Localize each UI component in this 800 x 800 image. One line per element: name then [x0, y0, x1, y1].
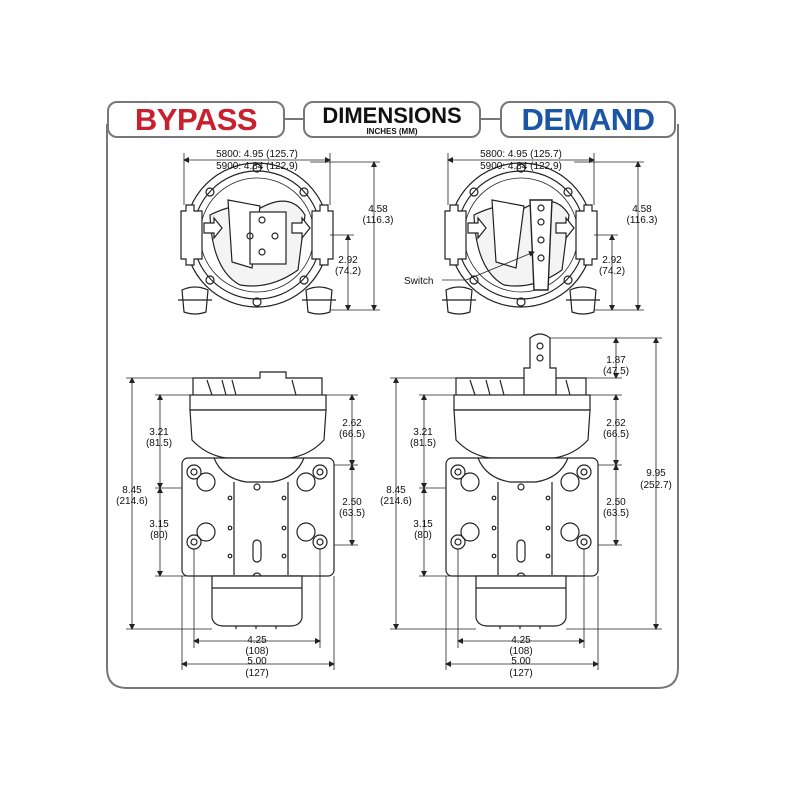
bypass-lower-in: 3.15 — [149, 519, 169, 530]
demand-front-view — [445, 333, 599, 629]
bypass-title: BYPASS — [134, 102, 258, 137]
bypass-height-total-mm: (116.3) — [363, 215, 394, 226]
demand-width-5800: 5800: 4.95 (125.7) — [480, 149, 562, 160]
units-subtitle: INCHES (MM) — [366, 126, 418, 136]
bypass-height-center-mm: (74.2) — [335, 266, 361, 277]
demand-height-center-in: 2.92 — [602, 255, 622, 266]
demand-title: DEMAND — [521, 102, 655, 137]
bypass-upper-mm: (81.5) — [146, 438, 172, 449]
bypass-bolt-width-mm: (108) — [245, 646, 268, 657]
demand-head-mm: (66.5) — [603, 429, 629, 440]
bypass-width-5900: 5900: 4.84 (122.9) — [216, 161, 298, 172]
bypass-front-view — [181, 371, 335, 629]
demand-top-dims — [442, 153, 644, 311]
demand-head-in: 2.62 — [606, 418, 626, 429]
demand-bolt-width-in: 4.25 — [511, 635, 531, 646]
bypass-base-width-mm: (127) — [245, 668, 268, 679]
bypass-width-5800: 5800: 4.95 (125.7) — [216, 149, 298, 160]
bypass-height-total-in: 4.58 — [368, 204, 388, 215]
demand-upper-mm: (81.5) — [410, 438, 436, 449]
demand-bolt-width-mm: (108) — [509, 646, 532, 657]
dimensions-title: DIMENSIONS — [322, 102, 462, 128]
dimensions-title-box: DIMENSIONS INCHES (MM) — [303, 101, 481, 138]
demand-switch-height-in: 1.87 — [606, 355, 626, 366]
bypass-mount-mm: (63.5) — [339, 508, 365, 519]
bypass-height-center-in: 2.92 — [338, 255, 358, 266]
bypass-head-mm: (66.5) — [339, 429, 365, 440]
demand-base-width-in: 5.00 — [511, 656, 531, 667]
bypass-top-dims — [183, 153, 380, 311]
bypass-head-in: 2.62 — [342, 418, 362, 429]
bypass-bolt-width-in: 4.25 — [247, 635, 267, 646]
demand-height-total-in: 4.58 — [632, 204, 652, 215]
demand-overall-in: 8.45 — [386, 485, 406, 496]
bypass-front-dims — [126, 377, 358, 670]
demand-overall-mm: (214.6) — [380, 496, 412, 507]
demand-width-5900: 5900: 4.84 (122.9) — [480, 161, 562, 172]
demand-mount-mm: (63.5) — [603, 508, 629, 519]
demand-overall-995-mm: (252.7) — [640, 480, 672, 491]
switch-label: Switch — [404, 276, 433, 287]
bypass-overall-in: 8.45 — [122, 485, 142, 496]
bypass-top-view — [178, 162, 336, 315]
bypass-overall-mm: (214.6) — [116, 496, 148, 507]
demand-mount-in: 2.50 — [606, 497, 626, 508]
demand-upper-in: 3.21 — [413, 427, 433, 438]
demand-overall-995-in: 9.95 — [646, 468, 666, 479]
bypass-title-box: BYPASS — [107, 101, 285, 138]
bypass-lower-mm: (80) — [150, 530, 168, 541]
demand-height-total-mm: (116.3) — [627, 215, 658, 226]
bypass-base-width-in: 5.00 — [247, 656, 267, 667]
demand-lower-in: 3.15 — [413, 519, 433, 530]
demand-lower-mm: (80) — [414, 530, 432, 541]
outer-frame — [106, 124, 679, 689]
bypass-upper-in: 3.21 — [149, 427, 169, 438]
demand-title-box: DEMAND — [500, 101, 676, 138]
demand-height-center-mm: (74.2) — [599, 266, 625, 277]
demand-switch-height-mm: (47.5) — [603, 366, 629, 377]
demand-top-view — [442, 162, 600, 315]
bypass-mount-in: 2.50 — [342, 497, 362, 508]
demand-front-dims — [390, 337, 662, 670]
demand-base-width-mm: (127) — [509, 668, 532, 679]
